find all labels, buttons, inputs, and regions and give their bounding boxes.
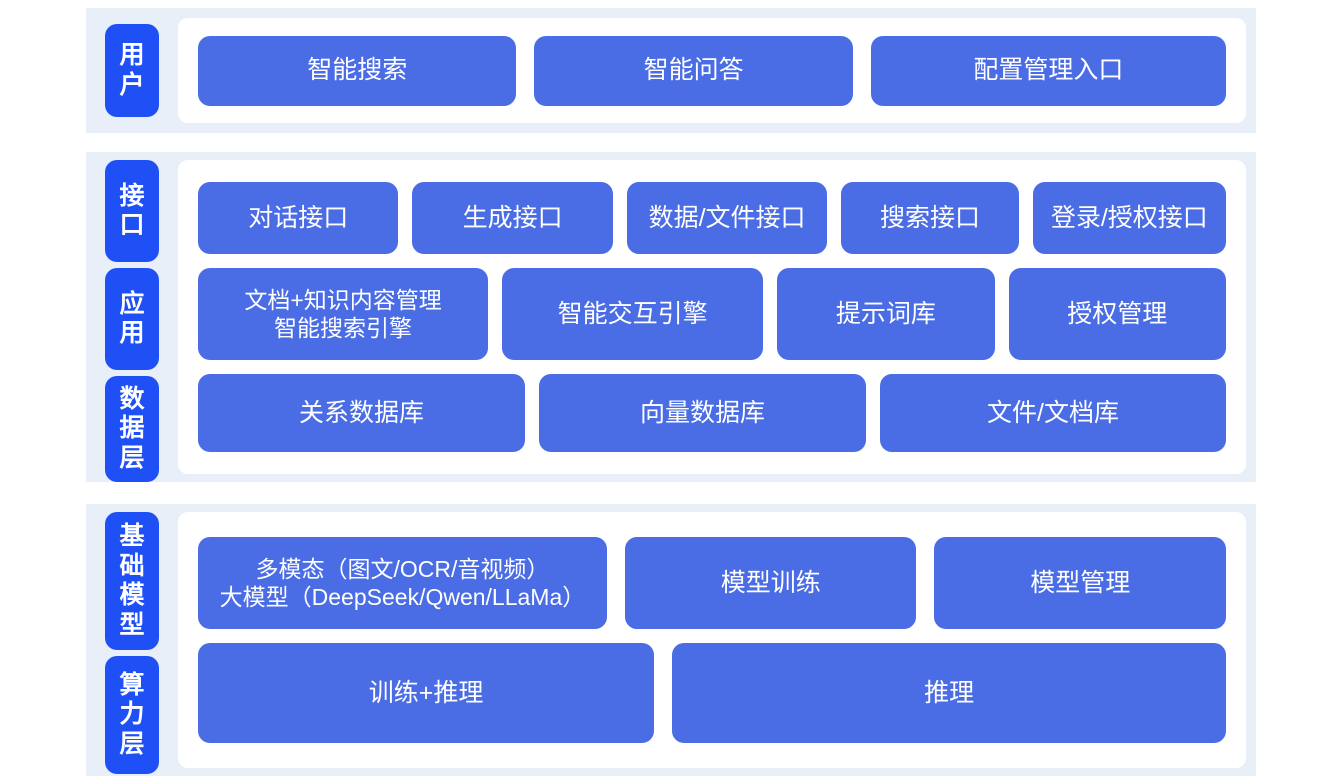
row-foundation-model-boxes: 多模态（图文/OCR/音视频） 大模型（DeepSeek/Qwen/LLaMa）… [198, 537, 1226, 629]
layer-chip-data[interactable]: 数据层 [105, 376, 159, 482]
layer-chip-foundation-model[interactable]: 基础模型 [105, 512, 159, 650]
layer-chip-user-label: 用户 [119, 41, 145, 99]
box-doc-knowledge-line2: 智能搜索引擎 [274, 315, 413, 341]
box-file-document-store[interactable]: 文件/文档库 [880, 374, 1226, 452]
box-login-auth-api[interactable]: 登录/授权接口 [1032, 182, 1226, 254]
layer-chip-application[interactable]: 应用 [105, 268, 159, 370]
row-user-boxes: 智能搜索 智能问答 配置管理入口 [198, 35, 1226, 106]
box-intelligent-search[interactable]: 智能搜索 [198, 35, 517, 106]
layer-chip-compute-label: 算力层 [119, 670, 145, 758]
box-model-management[interactable]: 模型管理 [934, 537, 1226, 629]
layer-chip-foundation-model-label: 基础模型 [119, 522, 145, 639]
card-bottom: 多模态（图文/OCR/音视频） 大模型（DeepSeek/Qwen/LLaMa）… [178, 512, 1246, 768]
layer-chip-interface-label: 接口 [119, 181, 145, 240]
row-application-boxes: 文档+知识内容管理 智能搜索引擎 智能交互引擎 提示词库 授权管理 [198, 268, 1227, 360]
layer-chip-user[interactable]: 用户 [105, 24, 159, 117]
layer-band-bottom: 基础模型 算力层 多模态（图文/OCR/音视频） 大模型（DeepSeek/Qw… [86, 504, 1256, 776]
row-data-boxes: 关系数据库 向量数据库 文件/文档库 [198, 374, 1226, 452]
layer-chip-interface[interactable]: 接口 [105, 160, 159, 262]
layer-band-user: 用户 智能搜索 智能问答 配置管理入口 [86, 8, 1256, 133]
box-multimodal-line1: 多模态（图文/OCR/音视频） [255, 555, 550, 582]
box-prompt-library[interactable]: 提示词库 [777, 268, 995, 360]
row-compute-boxes: 训练+推理 推理 [198, 643, 1226, 743]
box-dialog-api[interactable]: 对话接口 [198, 182, 399, 254]
layer-chip-data-label: 数据层 [119, 384, 145, 472]
box-training-inference[interactable]: 训练+推理 [198, 643, 655, 743]
box-model-training[interactable]: 模型训练 [624, 537, 917, 629]
layer-band-middle: 接口 应用 数据层 对话接口 生成接口 数据/文件接口 搜索接口 登录/授权接口… [86, 152, 1256, 482]
layer-chip-compute[interactable]: 算力层 [105, 656, 159, 774]
chip-column-middle: 接口 应用 数据层 [86, 152, 178, 482]
box-multimodal-large-model[interactable]: 多模态（图文/OCR/音视频） 大模型（DeepSeek/Qwen/LLaMa） [198, 537, 607, 629]
box-intelligent-qa[interactable]: 智能问答 [534, 35, 853, 106]
box-vector-database[interactable]: 向量数据库 [539, 374, 867, 452]
box-generation-api[interactable]: 生成接口 [412, 182, 613, 254]
box-multimodal-line2: 大模型（DeepSeek/Qwen/LLaMa） [219, 584, 586, 610]
chip-column-bottom: 基础模型 算力层 [86, 504, 178, 776]
box-config-management-entry[interactable]: 配置管理入口 [870, 35, 1226, 106]
layer-chip-application-label: 应用 [119, 289, 145, 348]
box-inference[interactable]: 推理 [672, 643, 1226, 743]
box-relational-database[interactable]: 关系数据库 [198, 374, 526, 452]
box-authorization-management[interactable]: 授权管理 [1008, 268, 1227, 360]
row-interface-boxes: 对话接口 生成接口 数据/文件接口 搜索接口 登录/授权接口 [198, 182, 1226, 254]
box-doc-knowledge-line1: 文档+知识内容管理 [244, 286, 442, 313]
box-intelligent-interaction-engine[interactable]: 智能交互引擎 [502, 268, 764, 360]
chip-column-user: 用户 [86, 8, 178, 133]
box-search-api[interactable]: 搜索接口 [841, 182, 1019, 254]
box-data-file-api[interactable]: 数据/文件接口 [626, 182, 828, 254]
card-middle: 对话接口 生成接口 数据/文件接口 搜索接口 登录/授权接口 文档+知识内容管理… [178, 160, 1246, 474]
box-doc-knowledge-management[interactable]: 文档+知识内容管理 智能搜索引擎 [198, 268, 489, 360]
card-user: 智能搜索 智能问答 配置管理入口 [178, 18, 1246, 123]
